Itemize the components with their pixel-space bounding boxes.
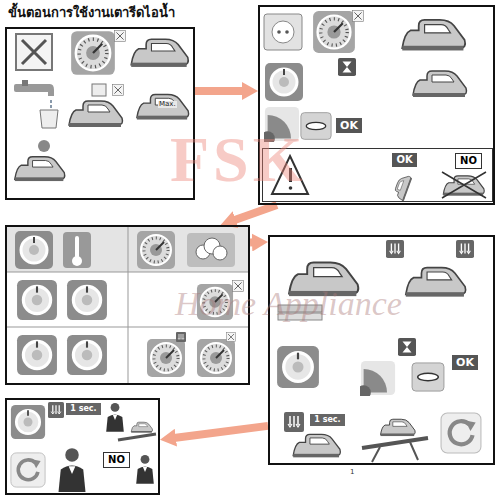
badge-text: OK (340, 120, 358, 131)
steam-icon (456, 240, 474, 258)
hourglass-icon (338, 58, 356, 76)
dial-icon (15, 231, 53, 269)
iron-icon (413, 71, 467, 97)
flow-arrow (250, 238, 256, 246)
dial-icon (277, 346, 319, 388)
flow-arrow (172, 426, 268, 438)
dial-icon (67, 335, 107, 375)
badge-text: 1 sec. (70, 405, 96, 413)
flow-arrow (195, 87, 246, 95)
badge-text: OK (456, 357, 474, 368)
iron-icon (137, 94, 189, 119)
person-icon (59, 448, 86, 492)
step-panel: 1 sec. NO (5, 398, 160, 495)
ok-badge: OK (452, 355, 478, 370)
dial-icon (17, 335, 57, 375)
hand-icon (38, 140, 50, 152)
person-icon (136, 455, 154, 484)
dial-icon (17, 280, 57, 320)
no-steam-icon (227, 333, 236, 342)
no-icon (113, 85, 124, 96)
repeat-icon (11, 453, 45, 487)
iron-icon (406, 268, 466, 297)
dial-icon (11, 405, 45, 439)
ok-badge: OK (392, 153, 417, 167)
no-steam-icon (353, 11, 364, 22)
no-badge: NO (103, 452, 130, 468)
time-badge: 1 sec. (66, 403, 101, 415)
step-panel: OK 1 sec. (268, 235, 495, 465)
lamp-icon (412, 363, 444, 391)
cross-mark (442, 172, 486, 198)
repeat-icon (441, 413, 481, 453)
flow-arrow (232, 205, 277, 221)
iron-icon (381, 419, 416, 436)
badge-text: NO (108, 455, 125, 465)
iron-icon (293, 434, 340, 457)
steam-icon (284, 412, 304, 432)
water-cup (92, 84, 106, 96)
capacity-mark: Max. (158, 101, 177, 108)
page-number: 1 (350, 469, 354, 476)
no-container-icon (16, 34, 52, 70)
watermark: Home Appliance (175, 287, 402, 321)
thermometer-icon (63, 232, 91, 268)
step-panel (5, 27, 195, 200)
dial-icon (313, 11, 355, 53)
badge-text: NO (460, 156, 477, 166)
no-steam-icon (115, 31, 126, 42)
no-badge: NO (455, 153, 482, 169)
dial-icon (197, 339, 235, 377)
time-badge: 1 sec. (310, 414, 345, 426)
badge-text: OK (396, 155, 412, 165)
iron-icon (131, 422, 152, 432)
dial-icon (67, 280, 107, 320)
ironing-board (118, 434, 156, 440)
iron-icon (402, 20, 465, 51)
knob-icon (356, 361, 395, 400)
hourglass-icon (398, 338, 416, 356)
badge-text: 1 sec. (314, 416, 340, 424)
faucet-icon (14, 80, 58, 128)
page-title: ขั้นตอนการใช้งานเตารีดไอน้ำ (8, 5, 175, 21)
plug-icon (264, 14, 302, 50)
steam-icon (176, 332, 186, 342)
steam-cloud-icon (187, 233, 235, 267)
dial-icon (265, 63, 303, 101)
iron-icon (15, 157, 65, 181)
dial-icon (137, 231, 175, 269)
dial-icon (71, 31, 115, 75)
iron-icon (69, 101, 123, 127)
iron-upright-icon (392, 173, 412, 201)
person-icon (106, 403, 124, 432)
ironing-board (362, 438, 428, 462)
steam-icon (48, 402, 64, 418)
ok-badge: OK (336, 118, 362, 133)
watermark: FSK (170, 128, 306, 192)
steam-icon (386, 240, 404, 258)
iron-icon (131, 39, 188, 67)
dial-icon (147, 339, 185, 377)
